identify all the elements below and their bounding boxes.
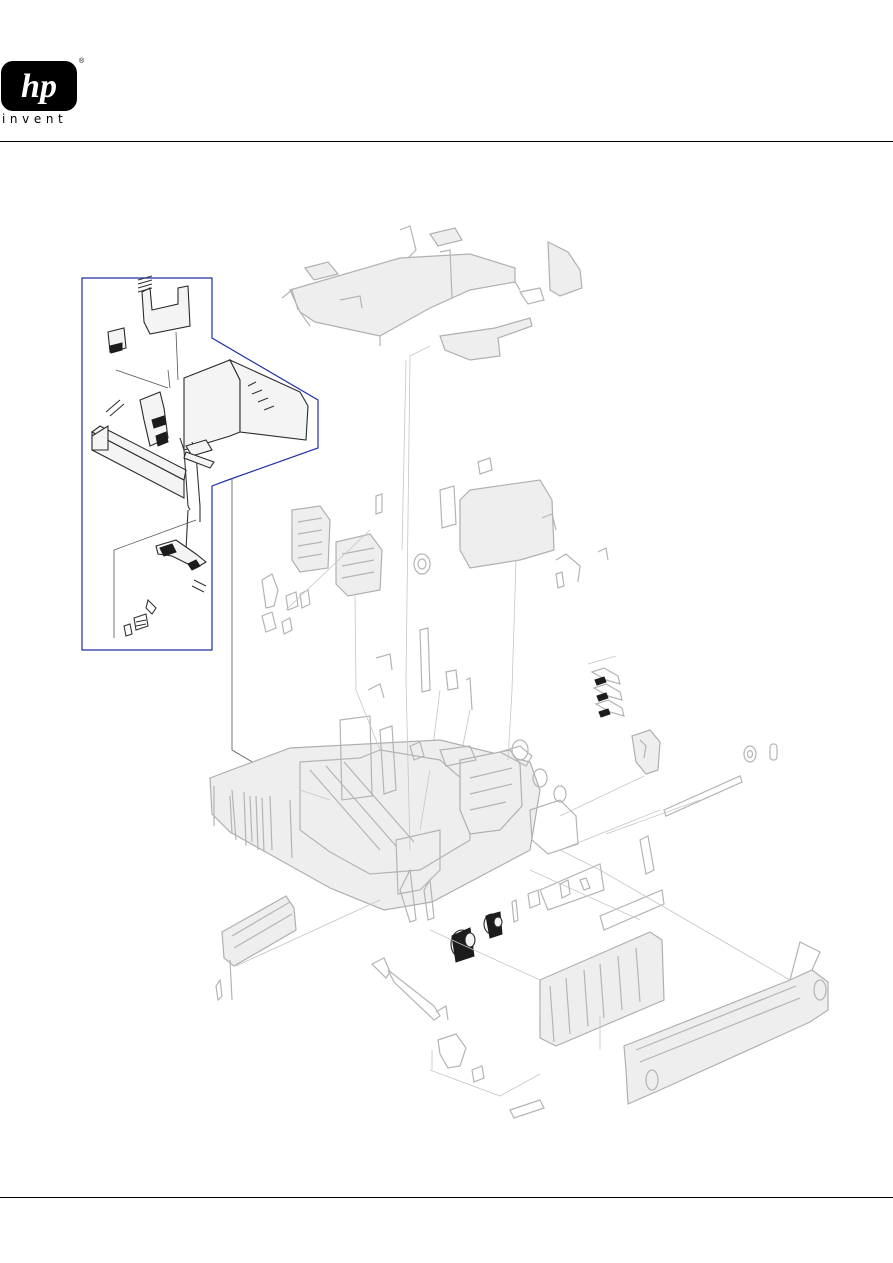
hp-logo-icon: hp [1,61,77,111]
lower-tray-assembly [429,849,829,1105]
lower-small-parts [370,879,571,1119]
brand-tagline: invent [2,112,68,126]
tray-detail-callout [81,275,319,791]
hp-logo-letters: hp [21,68,57,105]
main-tray-base [209,715,541,923]
middle-small-parts [367,553,473,771]
header-rule [0,141,893,142]
footer-rule [0,1197,893,1198]
leader-lines [299,359,513,851]
pickup-rollers[interactable] [450,911,503,963]
right-roller-shaft [559,729,778,875]
gear-set [511,739,605,911]
right-bracket-assembly [439,457,609,691]
lower-left-side-plate [215,895,381,1002]
exploded-parts-diagram [81,225,829,1119]
left-guide-parts [261,493,383,691]
hp-logo: hp ® invent [0,58,90,140]
registered-mark: ® [79,58,85,65]
feed-guide-springs [587,655,625,718]
top-cover-assembly [281,225,583,681]
